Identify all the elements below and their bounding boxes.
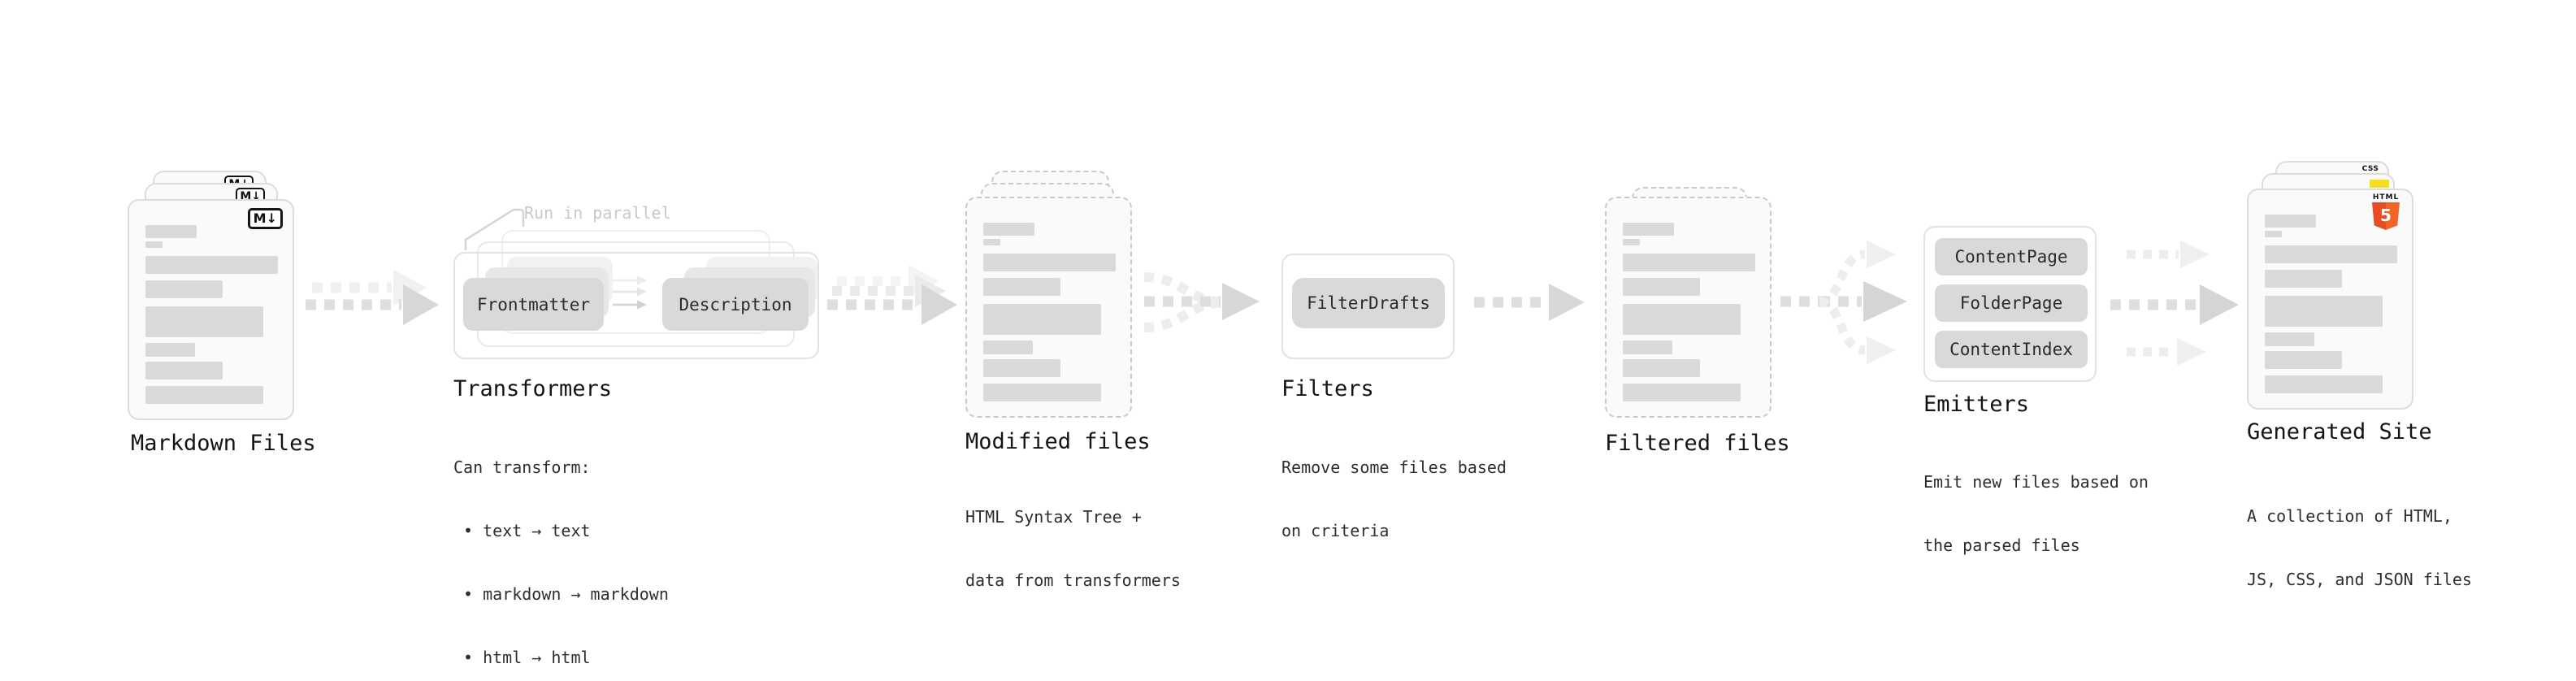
doc-line [983,254,1116,271]
parallel-arrows-icon [613,275,647,310]
doc-line [983,359,1060,377]
flow-arrow-transformers-to-modified-icon [827,265,957,325]
html5-badge-label: HTML [2372,193,2400,202]
filtered-file-card-front [1605,197,1772,418]
doc-line [1623,254,1755,271]
flow-arrow-emitters-to-generated-icon [2110,241,2239,366]
doc-line [145,306,263,337]
desc-line: data from transformers [965,570,1181,590]
stage-title-markdown-files: Markdown Files [131,431,316,456]
markdown-icon: M↓ [247,208,283,229]
desc-line: • text → text [463,521,591,540]
stage-title-modified-files: Modified files [965,429,1151,454]
doc-line [145,362,223,380]
description-pill: Description [662,278,809,331]
desc-line: the parsed files [1923,536,2080,555]
doc-line [983,340,1033,354]
desc-line: JS, CSS, and JSON files [2247,570,2472,589]
html5-icon: HTML 5 [2370,194,2402,230]
doc-line [2265,215,2316,228]
generated-file-card-front: HTML 5 [2247,189,2413,410]
doc-line [2265,332,2314,346]
doc-line [1623,384,1741,401]
desc-line: • markdown → markdown [463,584,669,604]
transformer-frame-front [453,252,819,359]
doc-line [1623,359,1700,377]
doc-line [983,223,1034,236]
contentpage-pill: ContentPage [1935,238,2088,275]
desc-line: Can transform: [453,458,591,477]
doc-line [1623,340,1672,354]
doc-line [2265,375,2383,393]
stage-desc-modified-files: HTML Syntax Tree + data from transformer… [965,464,1181,633]
stage-desc-filters: Remove some files based on criteria [1281,414,1507,583]
doc-line [1623,239,1640,245]
doc-line [2265,296,2383,327]
doc-line [2265,351,2342,369]
annotation-leader-line [464,208,525,251]
html5-shield: 5 [2372,202,2400,230]
doc-line [1623,278,1700,296]
doc-line [983,278,1060,296]
html5-badge-number: 5 [2380,206,2392,225]
contentindex-pill: ContentIndex [1935,331,2088,368]
desc-line: • html → html [463,648,591,667]
emitters-frame: ContentPage FolderPage ContentIndex [1923,226,2097,382]
desc-line: A collection of HTML, [2247,506,2452,526]
doc-line [145,343,195,357]
doc-line [145,386,263,404]
stage-title-emitters: Emitters [1923,392,2030,417]
desc-line: HTML Syntax Tree + [965,507,1142,527]
markdown-file-card-front: M↓ [128,199,294,420]
folderpage-pill: FolderPage [1935,284,2088,322]
flow-arrow-markdown-to-transformers-icon [306,270,439,325]
css-badge-label: CSS [2361,165,2379,173]
flow-arrow-filtered-to-emitters-icon [1780,241,1907,364]
stage-title-filters: Filters [1281,376,1374,401]
doc-line [145,280,223,298]
doc-line [1623,223,1674,236]
stage-title-generated-site: Generated Site [2247,419,2432,445]
doc-skeleton-lines [1623,223,1755,401]
doc-line [145,241,163,248]
stage-title-filtered-files: Filtered files [1605,431,1790,456]
doc-line [145,256,278,274]
doc-skeleton-lines [983,223,1116,401]
desc-line: Remove some files based [1281,458,1507,477]
filterdrafts-pill: FilterDrafts [1292,278,1445,328]
stage-desc-generated-site: A collection of HTML, JS, CSS, and JSON … [2247,463,2472,632]
run-in-parallel-annotation: Run in parallel [524,203,671,223]
flow-arrow-filters-to-filtered-icon [1474,284,1585,321]
desc-line: Emit new files based on [1923,472,2149,492]
doc-line [983,304,1101,335]
doc-skeleton-lines [2265,215,2397,393]
stage-desc-emitters: Emit new files based on the parsed files [1923,429,2149,598]
doc-line [2265,270,2342,288]
doc-line [983,239,1000,245]
flow-arrow-modified-to-filters-icon [1143,272,1260,332]
stage-title-transformers: Transformers [453,376,613,401]
doc-skeleton-lines [145,225,278,404]
stage-desc-transformers: Can transform: • text → text • markdown … [453,414,669,681]
js-icon [2370,180,2389,188]
modified-file-card-front [965,197,1132,418]
doc-line [1623,304,1741,335]
doc-line [2265,245,2397,263]
doc-line [145,225,197,238]
frontmatter-pill: Frontmatter [463,278,604,331]
doc-line [2265,231,2282,237]
doc-line [983,384,1101,401]
desc-line: on criteria [1281,521,1390,540]
